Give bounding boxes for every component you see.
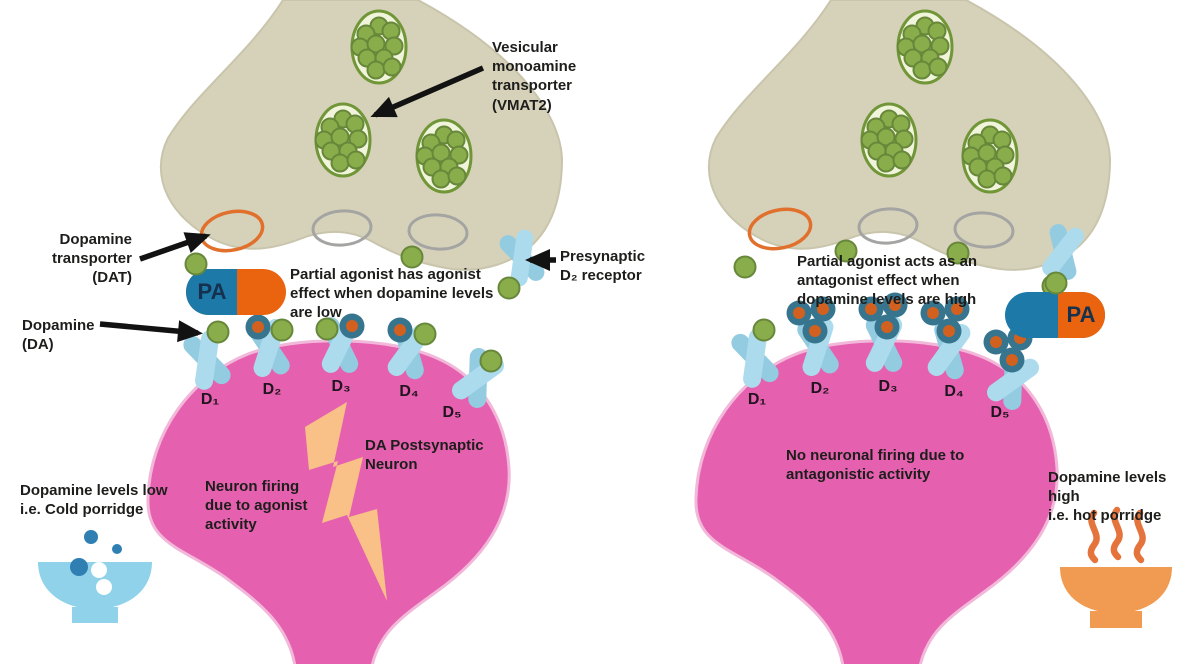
dopamine-molecule — [270, 318, 294, 342]
vesicle-icon — [961, 118, 1019, 194]
cold-porridge-bowl-icon — [38, 530, 152, 623]
dopamine-molecule — [497, 276, 521, 300]
dopamine-molecule — [413, 322, 437, 346]
d5-label: D₅ — [991, 404, 1010, 421]
fusing-vesicle-outline — [311, 209, 373, 247]
fusing-vesicle-outline — [953, 211, 1015, 249]
vesicle-icon — [415, 118, 473, 194]
dat-transporter-ellipse — [747, 207, 813, 251]
pa-pill-label-right: PA — [1067, 302, 1096, 327]
partial-agonist-molecule — [245, 314, 271, 340]
d1-label: D₁ — [201, 391, 220, 408]
d3-label: D₃ — [332, 378, 351, 395]
label-dat: Dopamine transporter (DAT) — [51, 231, 132, 287]
arrow-vmat2 — [370, 65, 485, 118]
dopamine-molecule — [206, 320, 230, 344]
label-presynaptic-d2: Presynaptic D₂ receptor — [560, 248, 646, 285]
fusing-vesicle-outline — [857, 207, 919, 245]
right-antagonist-note: Partial agonist acts as an antagonist ef… — [797, 253, 978, 309]
vesicle-icon — [314, 102, 372, 178]
dopamine-molecule — [184, 252, 208, 276]
left-postsynaptic-label: DA Postsynaptic Neuron — [365, 437, 484, 474]
pa-pill-label-left: PA — [198, 279, 227, 304]
hot-porridge-bowl-icon — [1060, 510, 1172, 628]
label-dopamine: Dopamine (DA) — [22, 317, 95, 354]
fusing-vesicle-outline — [407, 213, 469, 251]
left-level-caption: Dopamine levels low i.e. Cold porridge — [20, 482, 168, 519]
pa-pill-left: PA — [186, 269, 286, 315]
dopamine-molecule — [479, 349, 503, 373]
d4-label: D₄ — [399, 383, 418, 400]
pa-pill-right: PA — [1005, 292, 1105, 338]
left-firing-note: Neuron firing due to agonist activity — [205, 478, 308, 534]
dopamine-molecule — [1044, 271, 1068, 295]
vesicle-icon — [896, 9, 954, 85]
d4-label: D₄ — [944, 383, 963, 400]
d3-label: D₃ — [879, 378, 898, 395]
dopamine-molecule — [752, 318, 776, 342]
left-agonist-note: Partial agonist has agonist effect when … — [290, 266, 494, 322]
d5-label: D₅ — [443, 404, 462, 421]
right-level-caption: Dopamine levels high i.e. hot porridge — [1048, 469, 1167, 525]
arrow-dopamine — [99, 320, 203, 343]
arrow-dat — [139, 232, 211, 262]
lightning-bolt-icon — [305, 402, 387, 601]
vesicle-icon — [860, 102, 918, 178]
d2-label: D₂ — [811, 380, 830, 397]
dopamine-molecule — [733, 255, 757, 279]
right-firing-note: No neuronal firing due to antagonistic a… — [786, 447, 965, 484]
d1-label: D₁ — [748, 391, 767, 408]
d2-label: D₂ — [263, 381, 282, 398]
label-vmat2: Vesicular monoamine transporter (VMAT2) — [492, 39, 577, 114]
vesicle-icon — [350, 9, 408, 85]
